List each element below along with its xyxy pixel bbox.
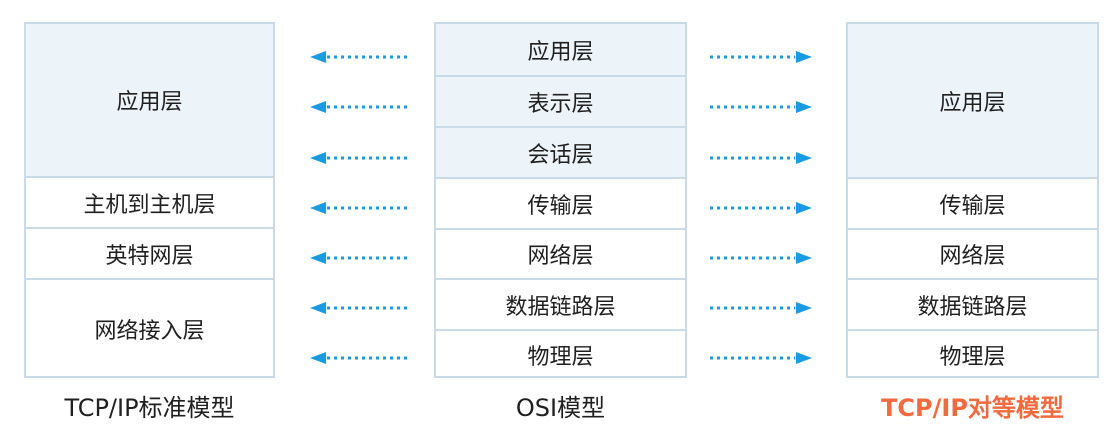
- right-arrow-1: [710, 101, 812, 113]
- tcpip-peer-model: 应用层 传输层 网络层 数据链路层 物理层: [846, 22, 1099, 378]
- tcpip-standard-model: 应用层 主机到主机层 英特网层 网络接入层: [24, 22, 275, 378]
- osi-layer-presentation: 表示层: [436, 75, 685, 126]
- left-arrow-0: [310, 51, 410, 63]
- left-arrow-2: [310, 152, 410, 164]
- left-arrow-5: [310, 302, 410, 314]
- left-layer-application: 应用层: [26, 24, 273, 176]
- right-layer-network: 网络层: [848, 228, 1097, 278]
- left-arrow-6: [310, 352, 410, 364]
- left-layer-internet: 英特网层: [26, 227, 273, 278]
- right-arrow-0: [710, 51, 812, 63]
- right-arrow-5: [710, 302, 812, 314]
- right-arrow-2: [710, 152, 812, 164]
- osi-layer-transport: 传输层: [436, 177, 685, 228]
- right-layer-physical: 物理层: [848, 329, 1097, 378]
- caption-osi: OSI模型: [515, 394, 606, 422]
- right-layer-application: 应用层: [848, 24, 1097, 177]
- left-arrow-1: [310, 101, 410, 113]
- left-layer-network-access: 网络接入层: [26, 278, 273, 378]
- right-layer-transport: 传输层: [848, 177, 1097, 228]
- right-arrows-group: [710, 51, 812, 364]
- caption-tcpip-peer: TCP/IP对等模型: [881, 394, 1064, 422]
- left-arrow-4: [310, 252, 410, 264]
- right-arrow-6: [710, 352, 812, 364]
- right-arrow-3: [710, 202, 812, 214]
- left-arrows-group: [310, 51, 410, 364]
- osi-layer-data-link: 数据链路层: [436, 278, 685, 329]
- caption-tcpip-standard: TCP/IP标准模型: [64, 394, 235, 422]
- osi-layer-physical: 物理层: [436, 329, 685, 378]
- osi-model: 应用层 表示层 会话层 传输层 网络层 数据链路层 物理层: [434, 22, 687, 378]
- left-arrow-3: [310, 202, 410, 214]
- osi-layer-session: 会话层: [436, 126, 685, 177]
- left-layer-host-to-host: 主机到主机层: [26, 176, 273, 227]
- right-arrow-4: [710, 252, 812, 264]
- osi-layer-network: 网络层: [436, 228, 685, 278]
- osi-layer-application: 应用层: [436, 24, 685, 75]
- right-layer-data-link: 数据链路层: [848, 278, 1097, 329]
